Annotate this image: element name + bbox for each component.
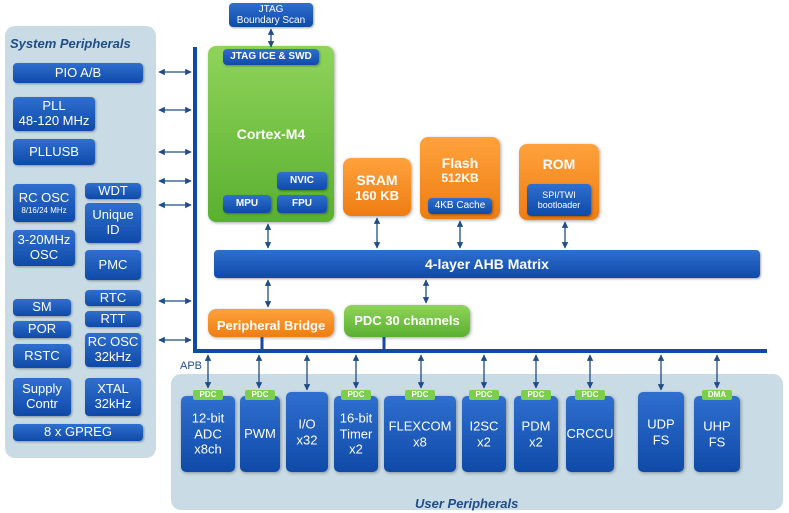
user-periph-udp: UDP FS xyxy=(638,392,684,472)
user-periph-label: I/O x32 xyxy=(296,416,318,447)
rom-block: ROM SPI/TWI bootloader xyxy=(519,144,599,220)
nvic-block: NVIC xyxy=(277,172,327,190)
user-periph-label: I2SC x2 xyxy=(469,418,499,449)
user-periph-label: CRCCU xyxy=(566,426,614,442)
apb-vertical-bus xyxy=(193,47,197,353)
sm-block: SM xyxy=(13,299,71,316)
rtc-block: RTC xyxy=(85,290,141,306)
spi-twi-bootloader-block: SPI/TWI bootloader xyxy=(527,184,591,216)
pdc-tag: PDC xyxy=(521,390,551,400)
user-periph-label: FLEXCOM x8 xyxy=(388,418,452,449)
user-periph-i2sc: PDC I2SC x2 xyxy=(462,390,506,472)
pdc-tag: PDC xyxy=(193,390,223,400)
mpu-block: MPU xyxy=(223,195,271,213)
sram-size: 160 KB xyxy=(354,187,400,203)
flash-block: Flash 512KB 4KB Cache xyxy=(420,137,500,219)
pdc-channels-block: PDC 30 channels xyxy=(344,305,470,337)
pdc-tag: PDC xyxy=(341,390,371,400)
user-peripherals-title: User Peripherals xyxy=(415,496,519,511)
xtal-32khz-block: XTAL 32kHz xyxy=(85,378,141,416)
cortex-m4-label: Cortex-M4 xyxy=(236,126,306,142)
sram-title: SRAM xyxy=(356,171,398,188)
unique-id-block: Unique ID xyxy=(85,203,141,243)
apb-label: APB xyxy=(180,360,203,372)
system-peripherals-title: System Peripherals xyxy=(10,36,131,51)
pdc-tag: PDC xyxy=(245,390,275,400)
cortex-m4-block: JTAG ICE & SWD Cortex-M4 NVIC MPU FPU xyxy=(208,46,334,222)
flash-size: 512KB xyxy=(441,171,479,185)
user-periph-label: UDP FS xyxy=(647,416,675,447)
user-periph-adc: PDC 12-bit ADC x8ch xyxy=(181,390,235,472)
user-periph-label: 12-bit ADC x8ch xyxy=(191,410,225,457)
rc-osc-32khz-block: RC OSC 32kHz xyxy=(85,333,141,367)
pio-block: PIO A/B xyxy=(13,63,143,83)
jtag-ice-swd-block: JTAG ICE & SWD xyxy=(223,49,319,65)
pdc-channels-label: PDC 30 channels xyxy=(354,313,460,328)
user-periph-label: PWM xyxy=(244,426,276,442)
gpreg-block: 8 x GPREG xyxy=(13,424,143,441)
peripheral-bridge-block: Peripheral Bridge xyxy=(208,309,334,337)
user-periph-pdm: PDC PDM x2 xyxy=(514,390,558,472)
rstc-block: RSTC xyxy=(13,344,71,368)
wdt-block: WDT xyxy=(85,183,141,199)
osc-3-20mhz-block: 3-20MHz OSC xyxy=(13,230,75,266)
pdc-tag: PDC xyxy=(469,390,499,400)
rc-osc-freq: 8/16/24 MHz xyxy=(21,205,67,215)
sram-block: SRAM 160 KB xyxy=(343,158,411,216)
rom-title: ROM xyxy=(542,156,576,172)
flash-title: Flash xyxy=(441,155,479,171)
user-periph-io: I/O x32 xyxy=(286,392,328,472)
peripheral-bridge-label: Peripheral Bridge xyxy=(216,318,326,333)
pmc-block: PMC xyxy=(85,250,141,280)
supply-controller-block: Supply Contr xyxy=(13,378,71,416)
pll-block: PLL 48-120 MHz xyxy=(13,97,95,131)
user-periph-pwm: PDC PWM xyxy=(240,390,280,472)
por-block: POR xyxy=(13,321,71,338)
fpu-block: FPU xyxy=(277,195,327,213)
pllusb-block: PLLUSB xyxy=(13,139,95,165)
user-periph-timer: PDC 16-bit Timer x2 xyxy=(334,390,378,472)
pdc-tag: PDC xyxy=(405,390,435,400)
ahb-matrix-block: 4-layer AHB Matrix xyxy=(214,250,760,278)
user-periph-uhp: DMA UHP FS xyxy=(694,390,740,472)
apb-horizontal-bus xyxy=(193,349,767,353)
rtt-block: RTT xyxy=(85,311,141,327)
rc-osc-title: RC OSC xyxy=(18,189,70,205)
dma-tag: DMA xyxy=(702,390,732,400)
jtag-boundary-scan-block: JTAG Boundary Scan xyxy=(229,3,313,27)
user-periph-label: 16-bit Timer x2 xyxy=(339,410,373,457)
user-periph-label: PDM x2 xyxy=(521,418,551,449)
user-periph-flexcom: PDC FLEXCOM x8 xyxy=(384,390,456,472)
user-periph-label: UHP FS xyxy=(703,418,731,449)
rc-osc-block: RC OSC 8/16/24 MHz xyxy=(13,184,75,222)
user-periph-crccu: PDC CRCCU xyxy=(566,390,614,472)
flash-cache-block: 4KB Cache xyxy=(428,198,492,214)
pdc-tag: PDC xyxy=(575,390,605,400)
